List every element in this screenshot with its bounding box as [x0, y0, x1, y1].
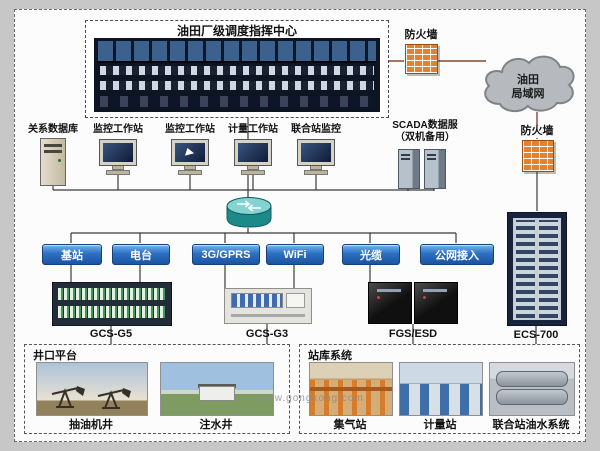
photo-label-pumping-well: 抽油机井 [69, 419, 113, 431]
firewall-icon [405, 44, 438, 74]
scada-label: SCADA数据服 [392, 120, 458, 131]
firewall-icon-right [522, 140, 554, 172]
monitor-icon [234, 139, 272, 175]
photo-label-metering-station: 计量站 [423, 419, 457, 431]
video-wall [98, 41, 376, 63]
device-label-gcs-g3: GCS-G3 [245, 328, 289, 340]
workstation-monitoring-1: 监控工作站 [88, 124, 148, 175]
device-fgs-esd-image [368, 282, 458, 324]
workstation-metering: 计量工作站 [223, 124, 283, 175]
monitor-icon [297, 139, 335, 175]
device-gcs-g5-image [52, 282, 172, 326]
well-building [199, 385, 236, 401]
device-gcs-g3-image [224, 288, 312, 324]
firewall-right-label: 防火墙 [508, 125, 566, 138]
metering-skids [400, 383, 482, 415]
workstation-monitoring-2: 监控工作站 [160, 124, 220, 175]
cloud-label: 油田 局域网 [476, 56, 580, 118]
workstation-label: 监控工作站 [165, 124, 215, 135]
wellhead-title: 井口平台 [33, 350, 77, 362]
photo-metering-station [399, 362, 483, 416]
node-radio: 电台 [112, 244, 170, 265]
photo-label-gas-gathering: 集气站 [333, 419, 367, 431]
station-system-box [299, 344, 580, 434]
watermark: www.gongkong.com [258, 393, 364, 404]
command-center-title: 油田厂级调度指挥中心 [176, 24, 297, 38]
photo-union-station [489, 362, 575, 416]
monitor-icon [171, 139, 209, 175]
building-roof [197, 383, 236, 388]
node-wifi: WiFi [266, 244, 324, 265]
node-base-station: 基站 [42, 244, 102, 265]
monitor-icon [99, 139, 137, 175]
photo-injection-well [160, 362, 274, 416]
control-room-photo [94, 38, 380, 112]
pipe-rack [310, 379, 392, 415]
node-fiber: 光缆 [342, 244, 400, 265]
scada-sublabel: （双机备用） [395, 132, 455, 143]
photo-gas-gathering-station [309, 362, 393, 416]
horizontal-tank [496, 389, 568, 405]
photo-label-injection-well: 注水井 [199, 419, 233, 431]
wellhead-platform-box [24, 344, 290, 434]
server-tower-icon [40, 138, 66, 186]
workstation-union-monitor: 联合站监控 [286, 124, 346, 175]
cloud-icon [484, 55, 575, 112]
hand-cursor-icon [184, 147, 196, 159]
photo-pumping-well [36, 362, 148, 416]
cloud-label-line1: 油田 [517, 74, 539, 86]
horizontal-pipe [310, 386, 392, 391]
scada-server-icon [424, 149, 446, 189]
node-public-network: 公网接入 [420, 244, 494, 265]
workstation-label: 联合站监控 [291, 124, 341, 135]
router-icon [224, 195, 274, 229]
firewall-top-label: 防火墙 [392, 29, 450, 42]
device-ecs-700-image [507, 212, 567, 326]
workstation-label: 监控工作站 [93, 124, 143, 135]
scada-server-icon [398, 149, 420, 189]
workstation-relational-db: 关系数据库 [23, 124, 83, 186]
horizontal-tank [496, 371, 568, 387]
device-label-fgs-esd: FGS/ESD [388, 328, 438, 340]
lan-cloud: 油田 局域网 [476, 48, 580, 118]
workstation-scada-server: SCADA数据服 （双机备用） [383, 120, 467, 144]
workstation-label: 关系数据库 [28, 124, 78, 135]
photo-label-union-station: 联合站油水系统 [492, 419, 570, 431]
cloud-label-line2: 局域网 [511, 88, 545, 100]
console-row [99, 66, 375, 76]
node-3g-gprs: 3G/GPRS [192, 244, 260, 265]
chair-row [99, 96, 375, 108]
pumpjack-icon [51, 386, 131, 409]
console-row [99, 80, 375, 90]
station-title: 站库系统 [308, 350, 352, 362]
device-label-gcs-g5: GCS-G5 [89, 328, 133, 340]
command-center-box: 油田厂级调度指挥中心 [85, 20, 389, 118]
workstation-label: 计量工作站 [228, 124, 278, 135]
device-label-ecs-700: ECS-700 [513, 329, 559, 341]
